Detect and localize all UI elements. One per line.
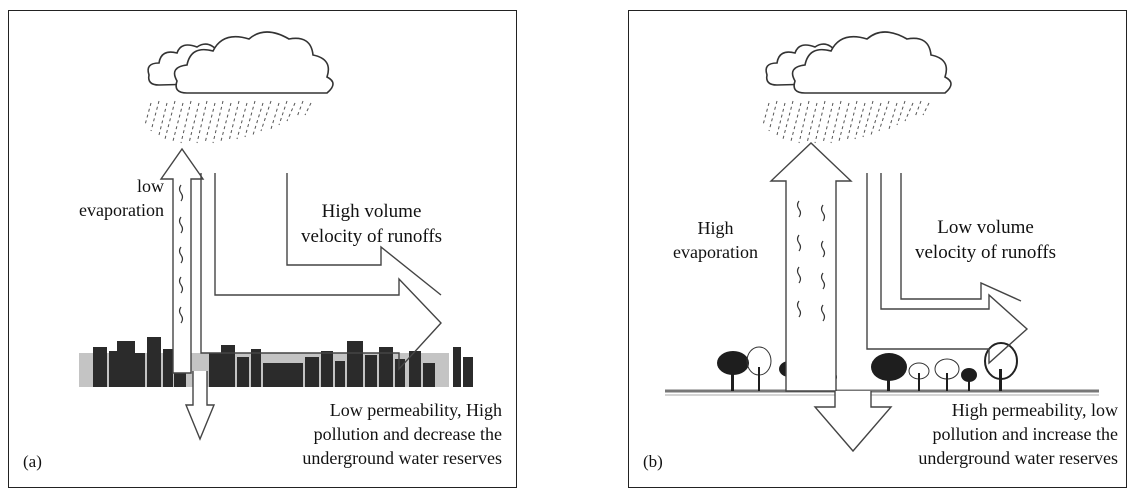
tree-icon xyxy=(717,342,1018,391)
infiltration-arrow xyxy=(813,391,893,453)
panel-b-infiltration-label: High permeability, low pollution and inc… xyxy=(918,400,1118,468)
vapor-squiggle-icons xyxy=(796,200,826,322)
cloud-icon xyxy=(147,31,334,94)
evaporation-arrow xyxy=(769,142,853,392)
rain-icon xyxy=(762,100,930,144)
infiltration-arrow xyxy=(184,371,216,441)
panel-b-diagram xyxy=(665,31,1099,453)
panel-a-evaporation-label: low evaporation xyxy=(79,176,164,220)
runoff-arrow xyxy=(200,173,442,371)
runoff-volume-box xyxy=(900,173,1022,302)
panel-a: low evaporation High volume velocity of … xyxy=(8,10,517,488)
runoff-arrow xyxy=(866,173,1029,365)
runoff-volume-box xyxy=(286,173,442,296)
panel-a-tag: (a) xyxy=(23,452,42,471)
panel-b: High evaporation Low volume velocity of … xyxy=(628,10,1127,488)
panel-a-diagram xyxy=(79,31,473,441)
rain-icon xyxy=(144,100,312,144)
panel-a-infiltration-label: Low permeability, High pollution and dec… xyxy=(302,400,502,468)
panel-b-tag: (b) xyxy=(643,452,663,471)
city-skyline-icon xyxy=(79,337,473,387)
panel-a-runoff-label: High volume velocity of runoffs xyxy=(301,201,443,248)
panel-b-evaporation-label: High evaporation xyxy=(673,218,758,262)
cloud-icon xyxy=(765,31,952,94)
vapor-squiggle-icons xyxy=(178,184,184,324)
panel-b-runoff-label: Low volume velocity of runoffs xyxy=(915,217,1057,264)
